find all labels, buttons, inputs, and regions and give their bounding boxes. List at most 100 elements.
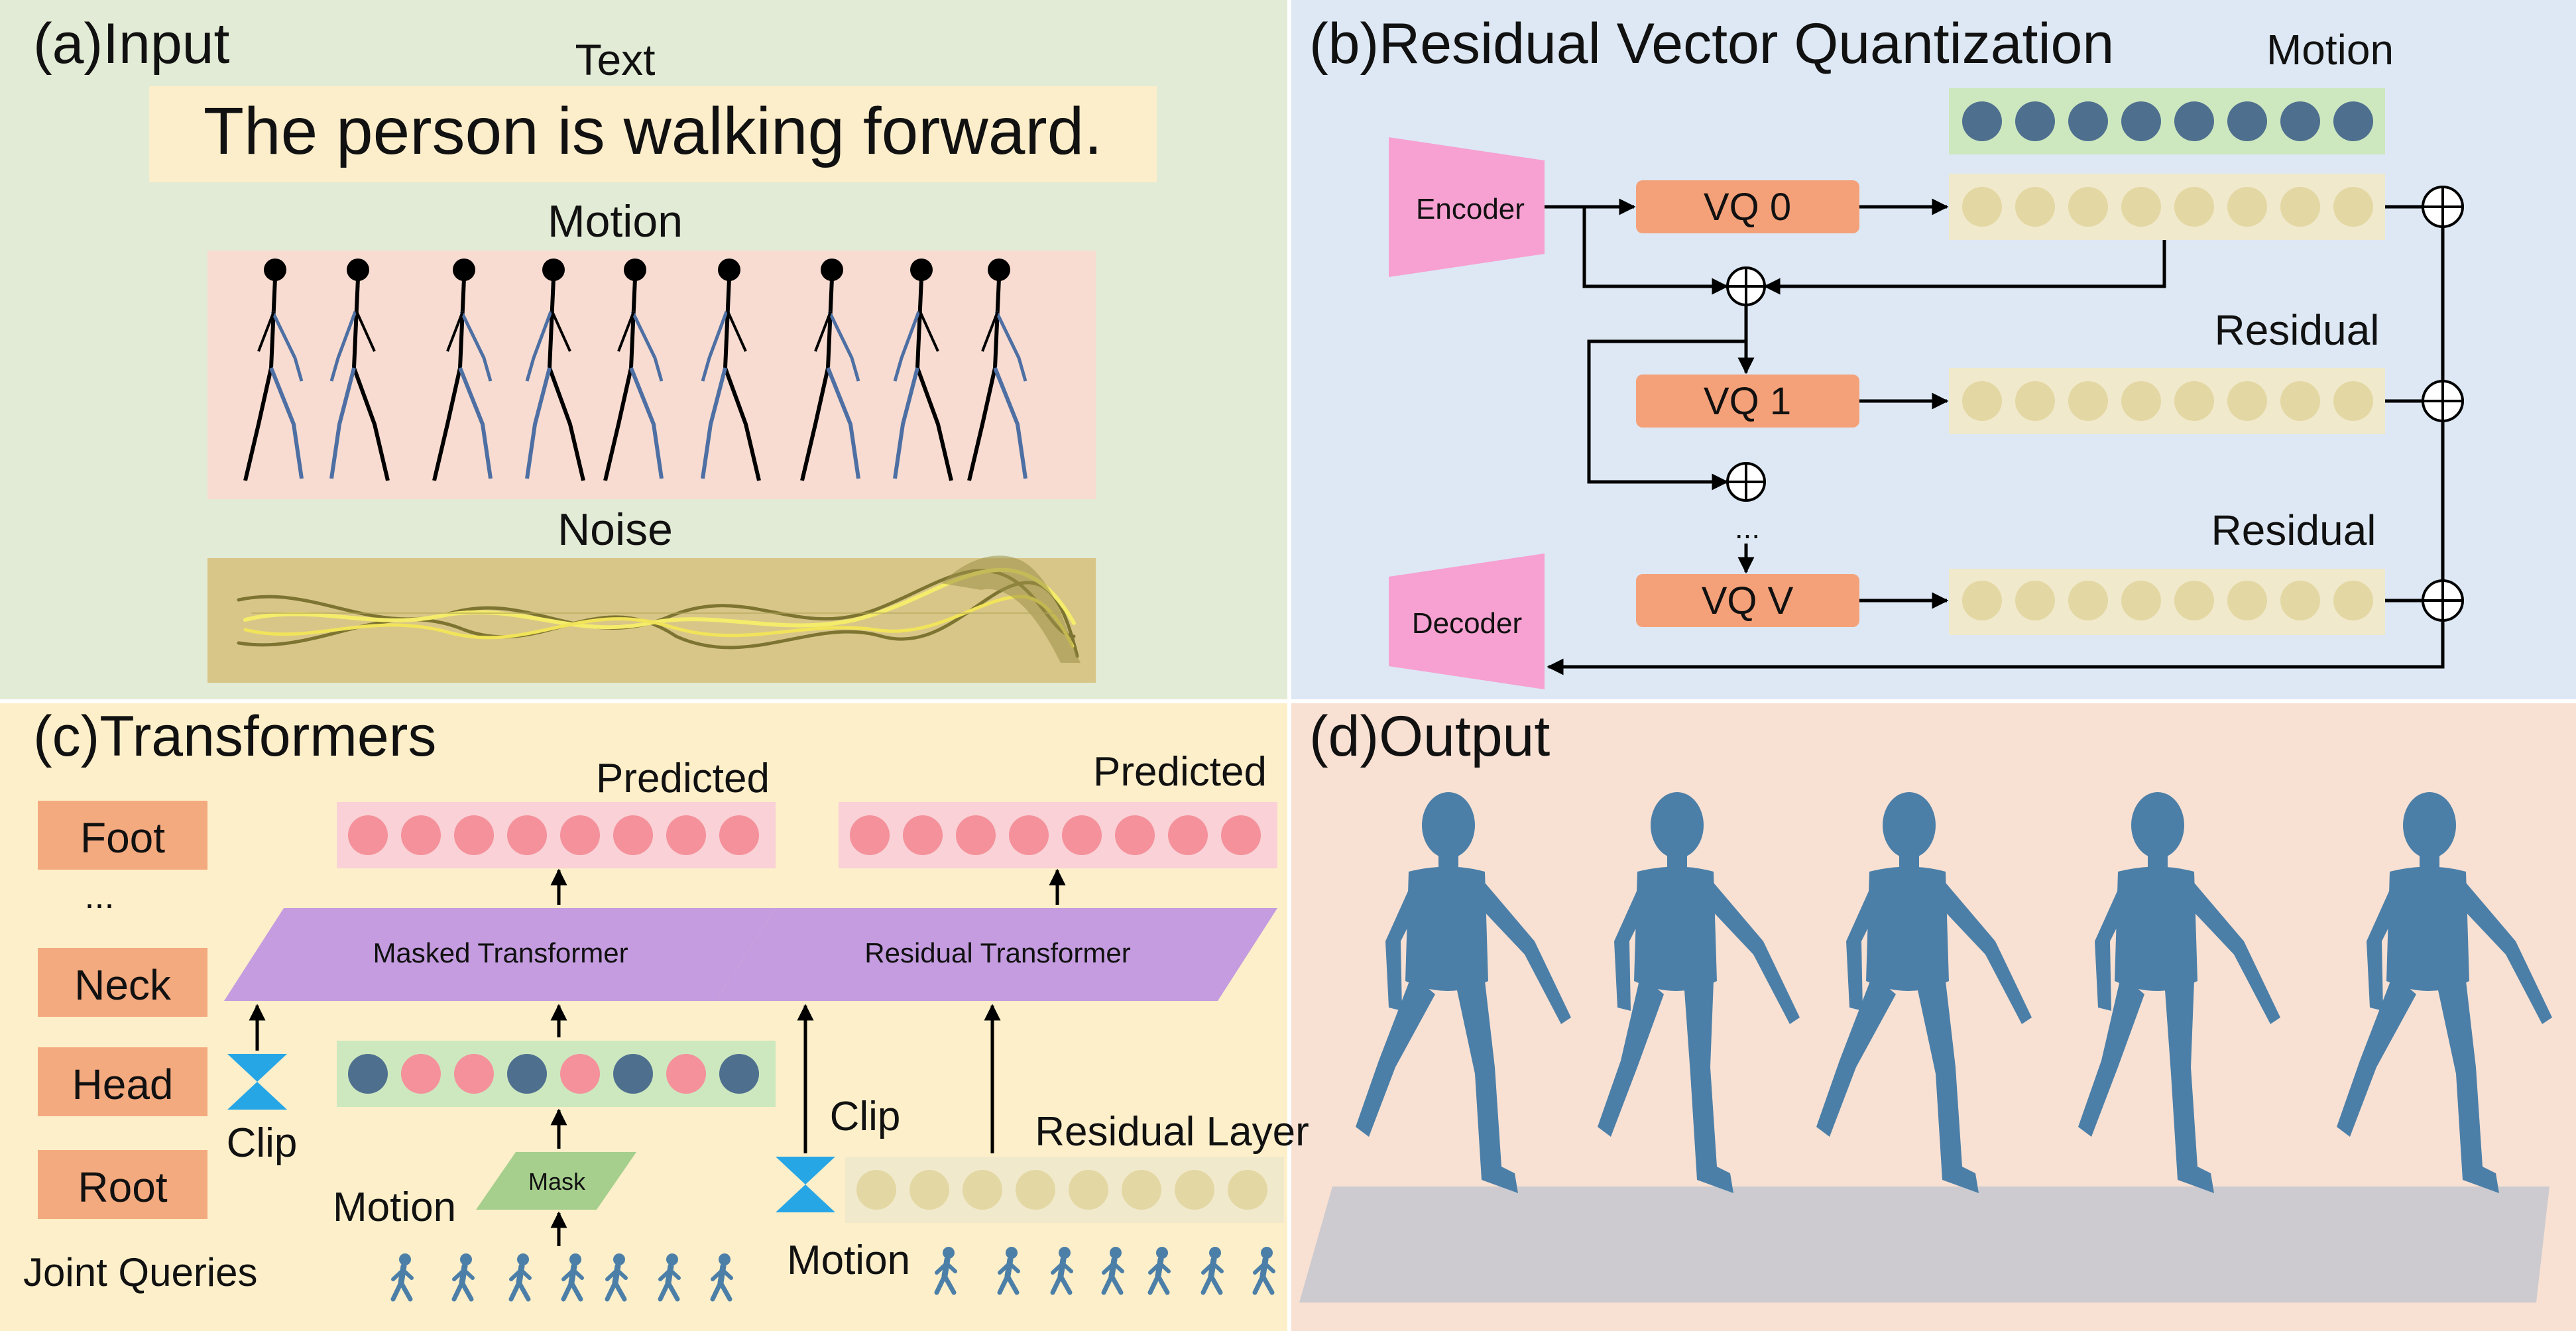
predicted-token	[1221, 815, 1261, 855]
quantized-token	[2121, 381, 2161, 421]
joint-root-box	[38, 1150, 207, 1219]
walker-icon	[451, 1253, 475, 1302]
panel-transformers-title: (c)Transformers	[33, 705, 436, 768]
quantized-token	[1962, 187, 2002, 227]
residual-token	[1016, 1170, 1055, 1210]
panel-rvq: (b)Residual Vector Quantization Motion E…	[1309, 12, 2464, 689]
quantized-token	[2333, 381, 2373, 421]
walking-body-figures	[1356, 792, 2552, 1193]
predicted-token	[348, 815, 388, 855]
quantized-token	[2015, 187, 2055, 227]
stick-figure	[701, 259, 761, 481]
quantized-token	[2121, 581, 2161, 620]
stick-figure	[432, 259, 493, 481]
masked-token	[719, 1054, 759, 1094]
walker-icon	[1252, 1247, 1275, 1295]
quantized-token	[2174, 381, 2214, 421]
transformer-arrows	[249, 868, 1066, 1246]
motion-token	[1962, 101, 2002, 141]
residual-label-1: Residual	[2214, 306, 2379, 354]
quantized-token	[2280, 187, 2320, 227]
clip-label-1: Clip	[227, 1120, 298, 1166]
panel-input-title: (a)Input	[33, 12, 229, 76]
stick-figure-sequence	[243, 259, 1027, 481]
stick-figure	[603, 259, 664, 481]
predicted-token	[401, 815, 441, 855]
plus-operators	[1726, 186, 2464, 622]
quantized-token	[2333, 581, 2373, 620]
vq1-block	[1636, 375, 1859, 428]
joint-ellipsis: ...	[84, 876, 114, 916]
predicted-token	[1168, 815, 1208, 855]
motion-token-dots	[1962, 101, 2373, 141]
rvq-motion-label: Motion	[2266, 26, 2394, 74]
motion-label-2: Motion	[787, 1238, 910, 1283]
predicted-token	[613, 815, 653, 855]
clip-hourglass-icon	[227, 1054, 287, 1110]
masked-transformer-block	[224, 908, 776, 1001]
floor-plane	[1299, 1186, 2549, 1302]
vqv-label: VQ V	[1702, 579, 1794, 622]
quantized-token	[2121, 187, 2161, 227]
motion-token	[2174, 101, 2214, 141]
walker-icon	[1101, 1247, 1124, 1295]
masked-token	[454, 1054, 494, 1094]
residual-token	[1122, 1170, 1161, 1210]
quantized-token	[2227, 381, 2267, 421]
text-input-sentence: The person is walking forward.	[204, 94, 1102, 168]
predicted-token	[666, 815, 706, 855]
residual-token	[856, 1170, 896, 1210]
quantized-token	[2280, 381, 2320, 421]
walker-icon	[997, 1247, 1020, 1295]
walking-body	[1816, 792, 2032, 1193]
vq0-label: VQ 0	[1704, 186, 1791, 229]
encoder-block	[1389, 137, 1545, 277]
panel-output-title: (d)Output	[1309, 705, 1550, 768]
vq0-block	[1636, 180, 1859, 233]
masked-transformer-label: Masked Transformer	[373, 937, 628, 968]
mask-block	[476, 1152, 636, 1210]
masked-token	[560, 1054, 600, 1094]
predicted-token	[454, 815, 494, 855]
stick-figure	[967, 259, 1027, 481]
motion-token	[2280, 101, 2320, 141]
walking-body	[2337, 792, 2552, 1193]
walker-icon	[390, 1253, 414, 1302]
panel-transformers: (c)Transformers Foot ... Neck Head Root …	[23, 705, 1309, 1302]
motion-label-1: Motion	[333, 1185, 456, 1230]
predicted-token	[1009, 815, 1049, 855]
motion-walker-icons	[390, 1247, 1275, 1302]
stick-figure	[800, 259, 860, 481]
joint-root-label: Root	[78, 1163, 167, 1211]
residual-transformer-label: Residual Transformer	[864, 937, 1130, 968]
walker-icon	[508, 1253, 532, 1302]
walker-icon	[658, 1253, 681, 1302]
quantized-token-dots	[1962, 187, 2373, 620]
stick-figure	[893, 259, 953, 481]
residual-token	[963, 1170, 1002, 1210]
predicted-token	[850, 815, 890, 855]
residual-token	[909, 1170, 949, 1210]
predicted-token	[719, 815, 759, 855]
residual-token	[1175, 1170, 1214, 1210]
motion-token	[2068, 101, 2108, 141]
walker-icon	[561, 1253, 584, 1302]
stick-figure	[525, 259, 585, 481]
residual-label-2: Residual	[2211, 506, 2376, 554]
decoder-label: Decoder	[1412, 607, 1522, 640]
motion-sequence-box	[207, 251, 1096, 499]
masked-token	[666, 1054, 706, 1094]
joint-queries-label: Joint Queries	[23, 1250, 258, 1295]
text-input-box	[149, 86, 1157, 182]
quantized-token	[2068, 581, 2108, 620]
quantized-token	[2068, 381, 2108, 421]
walking-body	[2078, 792, 2280, 1193]
residual-layer-label: Residual Layer	[1035, 1109, 1309, 1155]
walker-icon	[934, 1247, 957, 1295]
walker-icon	[710, 1253, 733, 1302]
walker-icon	[1147, 1247, 1171, 1295]
clip-label-2: Clip	[830, 1094, 901, 1139]
stick-figure	[329, 259, 390, 481]
quantized-token	[1962, 381, 2002, 421]
